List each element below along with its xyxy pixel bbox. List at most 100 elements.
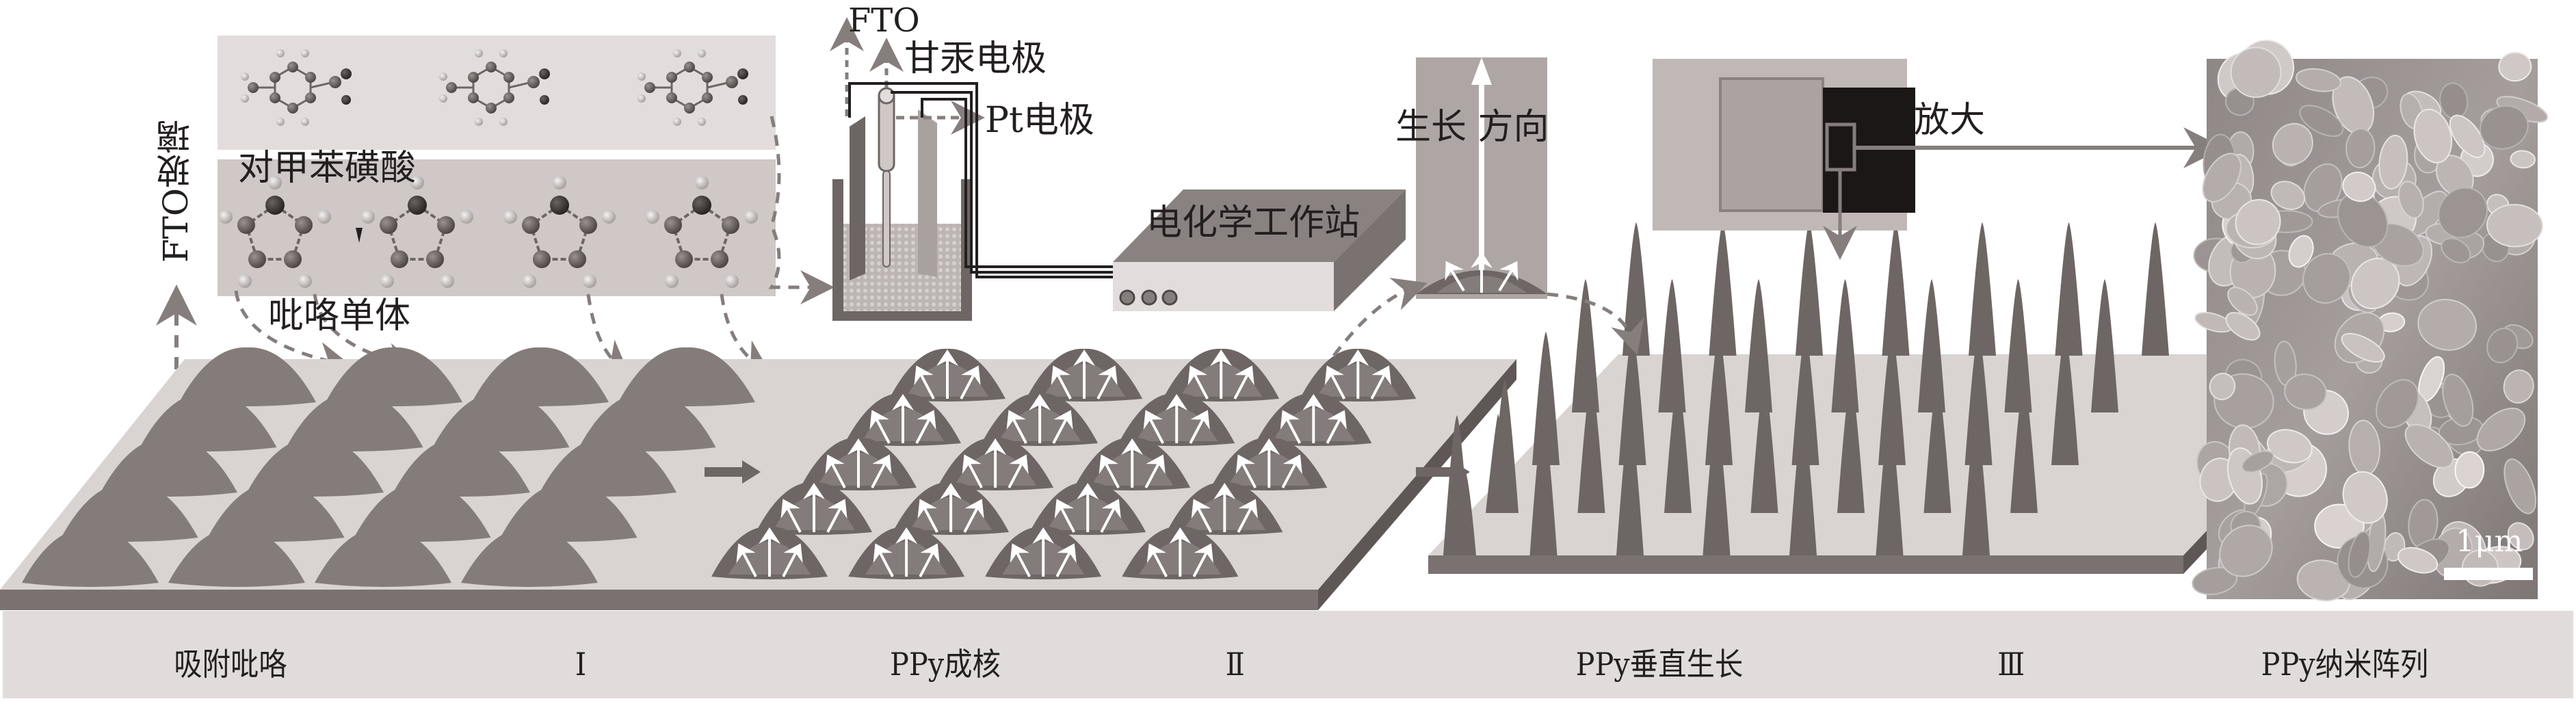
nitrogen-atom [692, 196, 711, 215]
carbon-atom [702, 72, 713, 83]
oxygen-atom [738, 95, 748, 105]
pyrrole-dome [326, 347, 462, 406]
pyrrole-molecule [361, 176, 473, 288]
plate-right [1318, 359, 1516, 610]
pyrrole-dome [618, 347, 755, 406]
hydrogen-atom [301, 49, 309, 57]
nitrogen-atom [408, 196, 427, 215]
sem-grain [2442, 373, 2474, 427]
ppy-cone [1964, 332, 1993, 465]
ppy-cone [1705, 332, 1733, 465]
sem-grain [2242, 450, 2274, 473]
growth-arrow [1143, 410, 1164, 444]
hydrogen-atom [583, 274, 596, 288]
sulfur-atom [329, 76, 341, 88]
carbon-atom [468, 72, 479, 83]
ppy-cone [1658, 279, 1686, 412]
carbon-atom [437, 216, 455, 234]
ppy-cone [1529, 415, 1558, 555]
sem-grain [2202, 153, 2242, 202]
growth-arrow [914, 365, 935, 399]
sem-grain [2227, 287, 2258, 316]
growth-arrow [1052, 410, 1073, 444]
electrochemical-cell [830, 17, 1179, 321]
ppy-cone [1878, 332, 1906, 465]
carbon-atom [287, 103, 298, 114]
pyrrole-dome [461, 527, 598, 587]
sem-grain [2413, 108, 2453, 163]
growth-arrow [1280, 410, 1302, 444]
sem-grain [2441, 237, 2471, 264]
nucleus [1163, 348, 1280, 402]
pyrrole-dome [140, 392, 277, 451]
pyrrole-dome [354, 482, 491, 542]
pyrrole-dome [168, 527, 305, 587]
pyrrole-dome [315, 527, 451, 587]
magnify-label: 放大 [1914, 100, 1986, 141]
sem-grain [2295, 68, 2341, 92]
carbon-atom [468, 92, 479, 103]
pyrrole-dome [579, 392, 716, 451]
sem-grain [2192, 566, 2238, 595]
carbon-atom [503, 92, 514, 103]
carbon-atom [666, 72, 677, 83]
hydrogen-atom [725, 274, 739, 288]
growth-arrow [1051, 365, 1072, 399]
sem-grain [2397, 181, 2424, 219]
tosylic-acid-molecules [241, 49, 748, 126]
hydrogen-atom [298, 274, 312, 288]
carbon-atom [248, 82, 259, 93]
carbon-atom [722, 216, 739, 234]
growth-arrow [782, 543, 803, 577]
sem-grain [2498, 51, 2532, 82]
nucleus [1255, 393, 1372, 446]
sem-grain [2510, 150, 2536, 169]
nucleus [893, 482, 1010, 535]
ppy-cone [1618, 332, 1646, 465]
sem-grain [2503, 369, 2534, 404]
sem-grain [2230, 47, 2282, 98]
growth-arrow [963, 499, 984, 533]
carbon-atom [486, 62, 497, 73]
carbon-atom [270, 92, 280, 103]
growth-arrow [1189, 410, 1210, 444]
carbon-atom [711, 250, 728, 268]
carbon-atom [684, 62, 695, 73]
hydrogen-atom [219, 210, 233, 224]
stage-3-label: PPy垂直生长 [1575, 646, 1744, 683]
hydrogen-atom [665, 274, 679, 288]
sem-grain [2267, 429, 2313, 464]
marker-arrowhead [356, 228, 363, 243]
ppy-cone [2004, 279, 2032, 412]
electrochemical-workstation [1113, 189, 1406, 311]
ppy-cone [1616, 415, 1644, 555]
fto-glass-label: FTO玻璃 [156, 120, 196, 263]
stage-label-bar [3, 611, 2573, 698]
sem-grain [2397, 547, 2439, 574]
growth-arrow [1144, 454, 1166, 488]
carbon-atom [305, 92, 316, 103]
growth-arrow [1006, 410, 1027, 444]
hydrogen-atom [241, 73, 249, 81]
growth-arrow [826, 499, 847, 533]
pyrrole-molecule [219, 176, 331, 288]
hydrogen-atom [439, 94, 447, 103]
ppy-cone [1486, 414, 1510, 513]
fto-label: FTO [848, 1, 920, 40]
growth-arrow [1187, 365, 1209, 399]
hydrogen-atom [698, 118, 706, 126]
plate-nucleation [711, 348, 1516, 610]
growth-arrow [1192, 543, 1213, 577]
growth-arrow [869, 410, 891, 444]
carbon-atom [522, 216, 540, 234]
nucleus [985, 526, 1102, 579]
molecule-panels [218, 36, 776, 296]
carbon-atom [644, 82, 655, 93]
hydrogen-atom [241, 94, 249, 103]
sem-grain [2299, 105, 2344, 137]
carbon-atom [380, 216, 397, 234]
ppy-cone [1750, 380, 1778, 513]
ppy-cone [1791, 332, 1819, 465]
sem-grain [2209, 372, 2236, 401]
